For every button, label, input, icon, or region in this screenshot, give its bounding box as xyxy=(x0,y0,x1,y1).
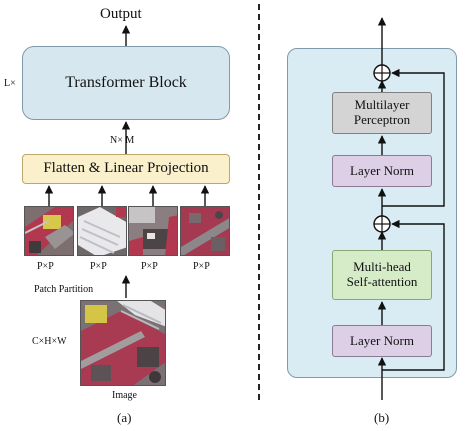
flatten-linear-projection-block: Flatten & Linear Projection xyxy=(22,154,230,184)
add-symbol-icon xyxy=(373,64,391,82)
input-dims-label: C×H×W xyxy=(32,336,67,347)
repeat-label: L× xyxy=(4,78,16,89)
output-label: Output xyxy=(100,6,142,22)
patch-size-label: P×P xyxy=(37,261,54,272)
input-image xyxy=(80,300,166,386)
add-symbol-icon xyxy=(373,215,391,233)
residual-connection-lower xyxy=(382,219,445,371)
layer-norm-block-bottom: Layer Norm xyxy=(332,325,432,357)
transformer-block: Transformer Block xyxy=(22,46,230,120)
multilayer-perceptron-block: Multilayer Perceptron xyxy=(332,92,432,134)
layer-norm-label: Layer Norm xyxy=(350,162,414,178)
mlp-label-line2: Perceptron xyxy=(353,112,411,127)
caption-a: (a) xyxy=(117,410,132,425)
mhsa-label-line1: Multi-head xyxy=(353,259,411,275)
image-patch xyxy=(128,206,178,256)
image-patch xyxy=(77,206,127,256)
patch-partition-label: Patch Partition xyxy=(34,284,94,295)
caption-b: (b) xyxy=(374,410,390,425)
flatten-label: Flatten & Linear Projection xyxy=(43,160,209,177)
layer-norm-label: Layer Norm xyxy=(350,332,414,348)
residual-connection-upper xyxy=(382,68,445,207)
panel-divider xyxy=(258,4,260,400)
patch-size-label: P×P xyxy=(193,261,210,272)
patch-size-label: P×P xyxy=(90,261,107,272)
dims-label: N× M xyxy=(110,135,135,146)
image-patch xyxy=(180,206,230,256)
mhsa-label-line2: Self-attention xyxy=(346,274,418,289)
mlp-label-line1: Multilayer xyxy=(354,97,410,113)
image-patch xyxy=(24,206,74,256)
transformer-block-label: Transformer Block xyxy=(65,73,187,91)
image-label: Image xyxy=(112,390,137,401)
multi-head-self-attention-block: Multi-head Self-attention xyxy=(332,250,432,300)
layer-norm-block-top: Layer Norm xyxy=(332,155,432,187)
patch-size-label: P×P xyxy=(141,261,158,272)
